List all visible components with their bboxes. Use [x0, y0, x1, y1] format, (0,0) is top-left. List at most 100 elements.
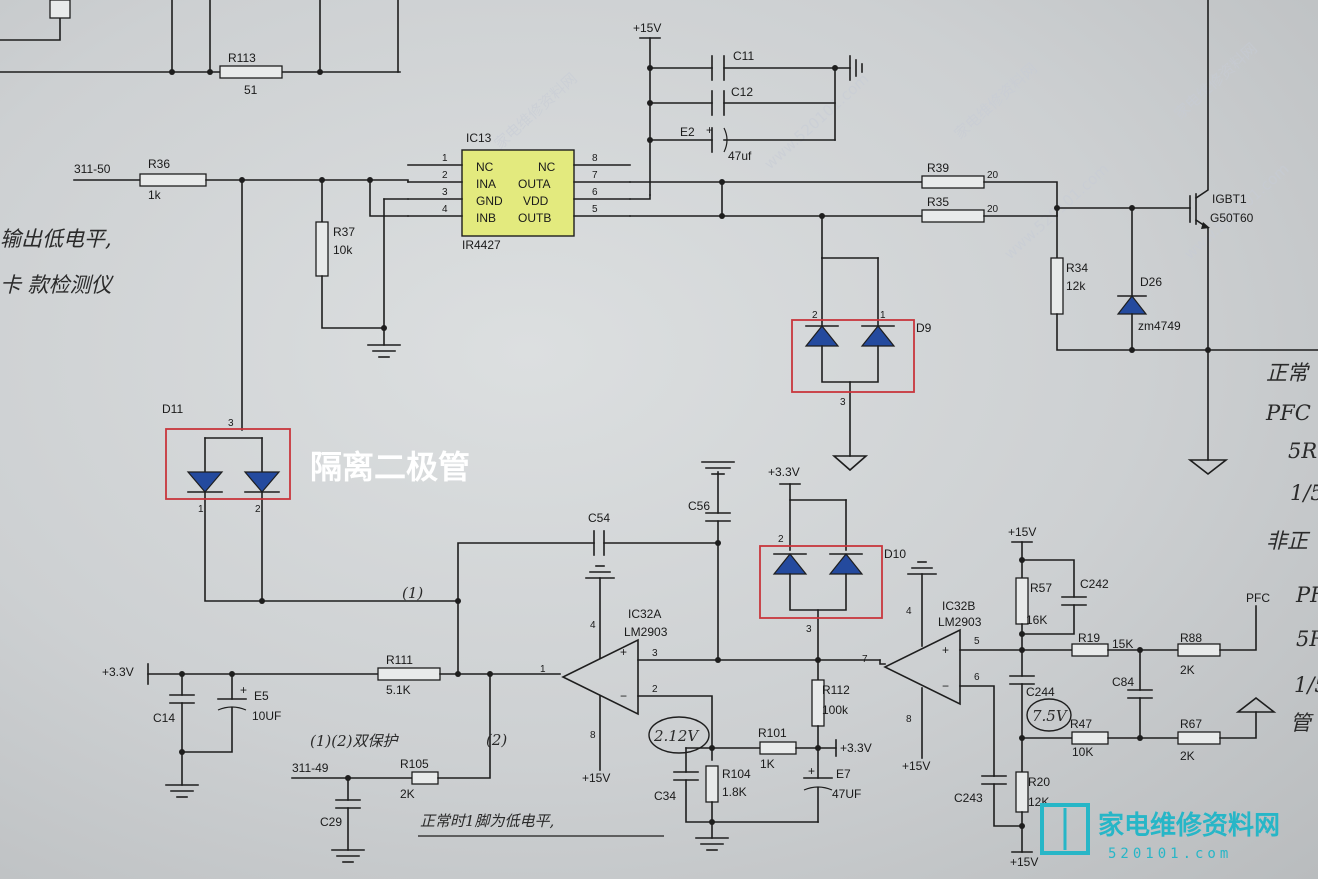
r20-label: R20: [1028, 775, 1050, 789]
pin-num: 3: [442, 187, 448, 198]
r36-label: R36: [148, 157, 170, 171]
plus-sign: +: [620, 645, 627, 659]
c12-label: C12: [731, 85, 753, 99]
e5-plus: +: [240, 683, 247, 697]
pin-num: 3: [840, 397, 846, 408]
reference-divider: R101 1K +3.3V C34 R104 1.8K + E7 47UF: [654, 726, 872, 851]
ic13-pin-label: NC: [538, 160, 556, 174]
diode-d9: 2 1 3 D9: [791, 215, 932, 472]
r35-label: R35: [927, 195, 949, 209]
c244-label: C244: [1026, 685, 1055, 699]
watermark-text: www.520101.com: [761, 70, 873, 173]
ic32b-part: LM2903: [938, 615, 982, 629]
ic13-body: [461, 149, 575, 237]
resistor-r111: [377, 667, 441, 681]
r112-label: R112: [822, 683, 850, 697]
note-bottom: 正常时1脚为低电平,: [420, 812, 554, 830]
pin-num: 7: [592, 170, 598, 181]
diode-d11: D11 3 1 2 隔离二极管: [162, 402, 470, 604]
c56-label: C56: [688, 499, 710, 513]
r34-label: R34: [1066, 261, 1088, 275]
v15-ic32b-label: +15V: [902, 759, 930, 773]
e2-plus: +: [706, 123, 713, 137]
minus-sign: −: [620, 689, 627, 703]
r112-value: 100k: [822, 703, 849, 717]
r35-value: 20: [987, 204, 999, 215]
e7-plus: +: [808, 764, 815, 778]
d9-highlight-box: [791, 319, 915, 393]
diode-d10: R112 100k +3.3V 2 3 D10: [759, 465, 906, 749]
zener-d26: [1116, 295, 1148, 315]
pin-num: 8: [592, 153, 598, 164]
e7-value: 47UF: [832, 787, 861, 801]
site-logo: 家电维修资料网 520101.com: [1040, 803, 1280, 862]
resistor-r113: [219, 65, 283, 79]
watermark-group: 家电维修资料网 www.520101.com 家电维修资料网 www.52010…: [491, 39, 1293, 263]
ic13-pin-label: OUTB: [518, 211, 551, 225]
c14-label: C14: [153, 711, 175, 725]
pin-num: 4: [906, 606, 912, 617]
c34-label: C34: [654, 789, 676, 803]
pin-num: 2: [652, 684, 658, 695]
pin-num: 1: [540, 664, 546, 675]
c242-label: C242: [1080, 577, 1109, 591]
resistor-r67: [1177, 731, 1221, 745]
r47-value: 10K: [1072, 745, 1093, 759]
v15-r57-label: +15V: [1008, 525, 1036, 539]
pin-num: 4: [442, 204, 448, 215]
pin-num: 6: [592, 187, 598, 198]
igbt-part: G50T60: [1210, 211, 1254, 225]
pfc-label: PFC: [1246, 591, 1270, 605]
resistor-r39: [921, 175, 985, 189]
pin-num: 1: [198, 504, 204, 515]
handwritten-annotations: 输出低电平, 卡 款检测仪 正常 PFC 5R 1/5 非正 PF 5R 1/5…: [0, 227, 1318, 837]
pin-num: 1: [880, 310, 886, 321]
r57-value: 16K: [1026, 613, 1047, 627]
resistor-r105: [411, 771, 439, 785]
note-circle-1: (1): [402, 584, 423, 602]
r57-label: R57: [1030, 581, 1052, 595]
note-circle-2: (2): [486, 731, 507, 749]
ic32b-ref: IC32B: [942, 599, 975, 613]
top-left-network: R113 51: [0, 0, 401, 97]
pin-num: 8: [590, 730, 596, 741]
r104-label: R104: [722, 767, 751, 781]
pin-num: 7: [862, 654, 868, 665]
note-right-3: 5R: [1288, 439, 1317, 463]
comparator-ic32a: 4 8 +15V + − IC32A LM2903 3 2 1: [540, 565, 881, 785]
resistor-r37: [315, 221, 329, 277]
ic13-pin-label: INA: [476, 177, 496, 191]
pfc-sense-network: +15V R57 16K C242 C244 R19 15K R88 2K PF…: [954, 525, 1277, 869]
note-right-5: 非正: [1266, 529, 1311, 553]
ic13-part: IR4427: [462, 238, 501, 252]
e7-label: E7: [836, 767, 851, 781]
v15-bottom-label: +15V: [1010, 855, 1038, 869]
d26-part: zm4749: [1138, 319, 1181, 333]
pin-num: 3: [806, 624, 812, 635]
pin-num: 5: [974, 636, 980, 647]
pin-num: 2: [812, 310, 818, 321]
r39-value: 20: [987, 170, 999, 181]
note-left-1: 输出低电平,: [0, 227, 112, 251]
vcc15-top-label: +15V: [633, 21, 661, 35]
logo-url: 520101.com: [1108, 846, 1232, 862]
c243-label: C243: [954, 791, 983, 805]
d11-label: D11: [162, 402, 183, 416]
logo-text: 家电维修资料网: [1098, 810, 1280, 841]
watermark-text: 家电维修资料网: [951, 59, 1041, 143]
r104-value: 1.8K: [722, 785, 747, 799]
r36-value: 1k: [148, 188, 162, 202]
r37-label: R37: [333, 225, 355, 239]
watermark-text: 家电维修资料网: [1171, 39, 1261, 123]
gate-drive-network: R39 20 R35 20 R34 12k D26 zm4749 IGBT1 G…: [629, 0, 1318, 476]
pin-num: 2: [442, 170, 448, 181]
pin-num: 3: [652, 648, 658, 659]
d26-label: D26: [1140, 275, 1162, 289]
note-right-8: 1/5: [1294, 673, 1318, 697]
net-311-50: 311-50: [74, 162, 111, 176]
net-311-49: 311-49: [292, 761, 329, 775]
c84-label: C84: [1112, 675, 1134, 689]
r19-value: 15K: [1112, 637, 1133, 651]
note-right-7: 5R: [1296, 627, 1318, 651]
